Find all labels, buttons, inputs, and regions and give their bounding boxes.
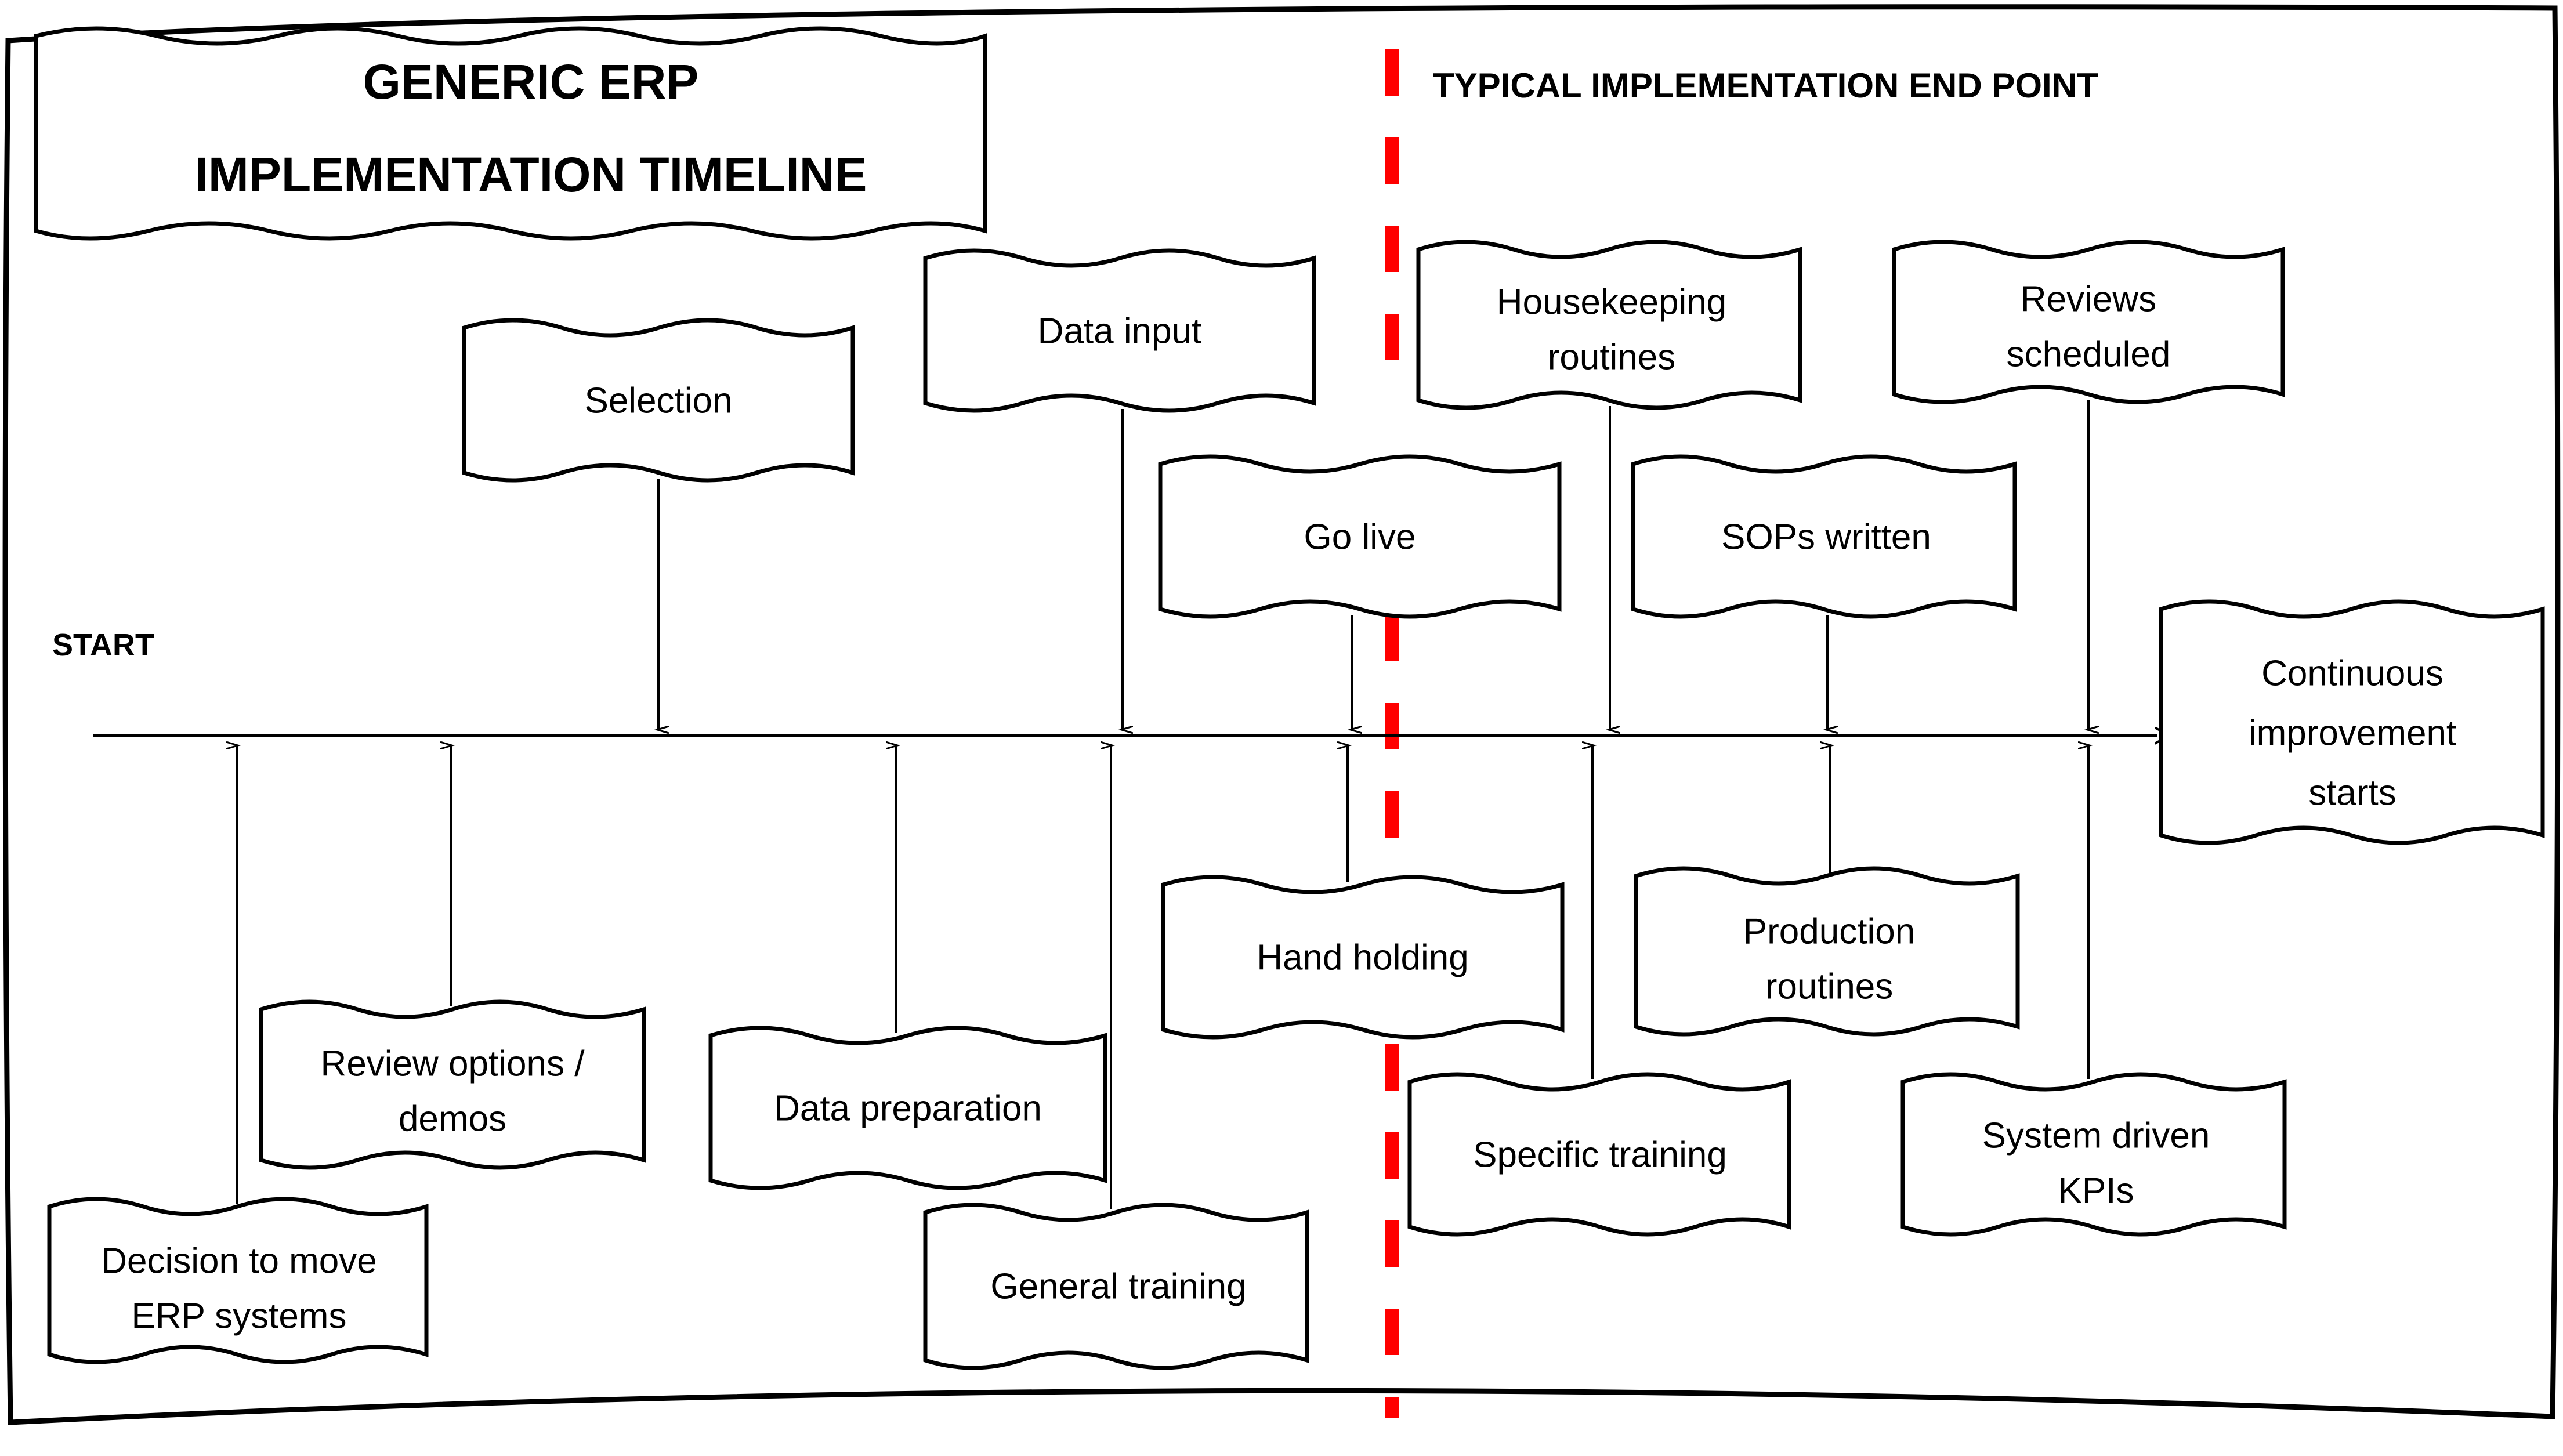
milestone-box-data-preparation[interactable]: Data preparation: [708, 1026, 1107, 1190]
connectors-above: [658, 400, 2088, 730]
outer-frame: [2, 4, 2561, 1425]
milestone-label-continuous-line2: improvement: [2249, 713, 2456, 753]
milestone-label-general-training: General training: [990, 1266, 1246, 1306]
milestone-box-hand-holding[interactable]: Hand holding: [1161, 875, 1565, 1040]
milestone-box-review-options[interactable]: Review options / demos: [259, 999, 646, 1170]
milestone-label-selection: Selection: [584, 381, 732, 421]
milestone-label-sops-written: SOPs written: [1721, 517, 1931, 557]
milestone-box-housekeeping-routines[interactable]: Housekeeping routines: [1416, 240, 1802, 410]
milestone-label-specific-training: Specific training: [1473, 1135, 1727, 1175]
title-line-1: GENERIC ERP: [363, 55, 699, 109]
milestone-box-sops-written[interactable]: SOPs written: [1631, 454, 2017, 619]
connectors-below: [237, 745, 2088, 1209]
milestone-label-review-options-line1: Review options /: [321, 1044, 585, 1084]
milestone-box-data-input[interactable]: Data input: [923, 248, 1316, 413]
divider-label: TYPICAL IMPLEMENTATION END POINT: [1433, 66, 2098, 105]
milestone-label-data-input: Data input: [1038, 311, 1202, 351]
title-box: GENERIC ERP IMPLEMENTATION TIMELINE: [34, 26, 987, 241]
milestone-box-reviews-scheduled[interactable]: Reviews scheduled: [1892, 240, 2285, 404]
milestone-label-production-line1: Production: [1743, 911, 1915, 951]
milestone-label-go-live: Go live: [1304, 517, 1416, 557]
milestone-box-go-live[interactable]: Go live: [1158, 454, 1562, 619]
milestone-label-decision-line1: Decision to move: [101, 1241, 377, 1281]
milestone-label-data-preparation: Data preparation: [774, 1088, 1042, 1128]
milestone-label-system-kpis-line2: KPIs: [2058, 1171, 2134, 1211]
title-line-2: IMPLEMENTATION TIMELINE: [195, 147, 867, 202]
milestone-label-system-kpis-line1: System driven: [1982, 1115, 2210, 1156]
milestone-box-general-training[interactable]: General training: [923, 1203, 1309, 1370]
milestone-label-hand-holding: Hand holding: [1257, 937, 1468, 977]
milestone-box-production-routines[interactable]: Production routines: [1634, 866, 2020, 1037]
milestone-label-decision-line2: ERP systems: [132, 1296, 347, 1336]
milestone-label-continuous-line1: Continuous: [2261, 653, 2443, 693]
milestone-label-continuous-line3: starts: [2308, 773, 2397, 813]
milestone-label-housekeeping-line2: routines: [1548, 337, 1676, 377]
milestone-label-reviews-line2: scheduled: [2007, 334, 2171, 374]
milestone-label-review-options-line2: demos: [399, 1099, 506, 1139]
start-label: START: [52, 628, 154, 662]
milestone-box-continuous-improvement[interactable]: Continuous improvement starts: [2159, 599, 2545, 845]
milestone-label-production-line2: routines: [1765, 966, 1894, 1006]
milestone-box-decision-to-move[interactable]: Decision to move ERP systems: [47, 1197, 429, 1364]
milestone-label-housekeeping-line1: Housekeeping: [1497, 282, 1726, 322]
milestone-box-system-kpis[interactable]: System driven KPIs: [1900, 1072, 2287, 1237]
milestone-box-specific-training[interactable]: Specific training: [1407, 1072, 1791, 1237]
milestone-label-reviews-line1: Reviews: [2021, 279, 2156, 319]
milestone-box-selection[interactable]: Selection: [462, 318, 855, 483]
